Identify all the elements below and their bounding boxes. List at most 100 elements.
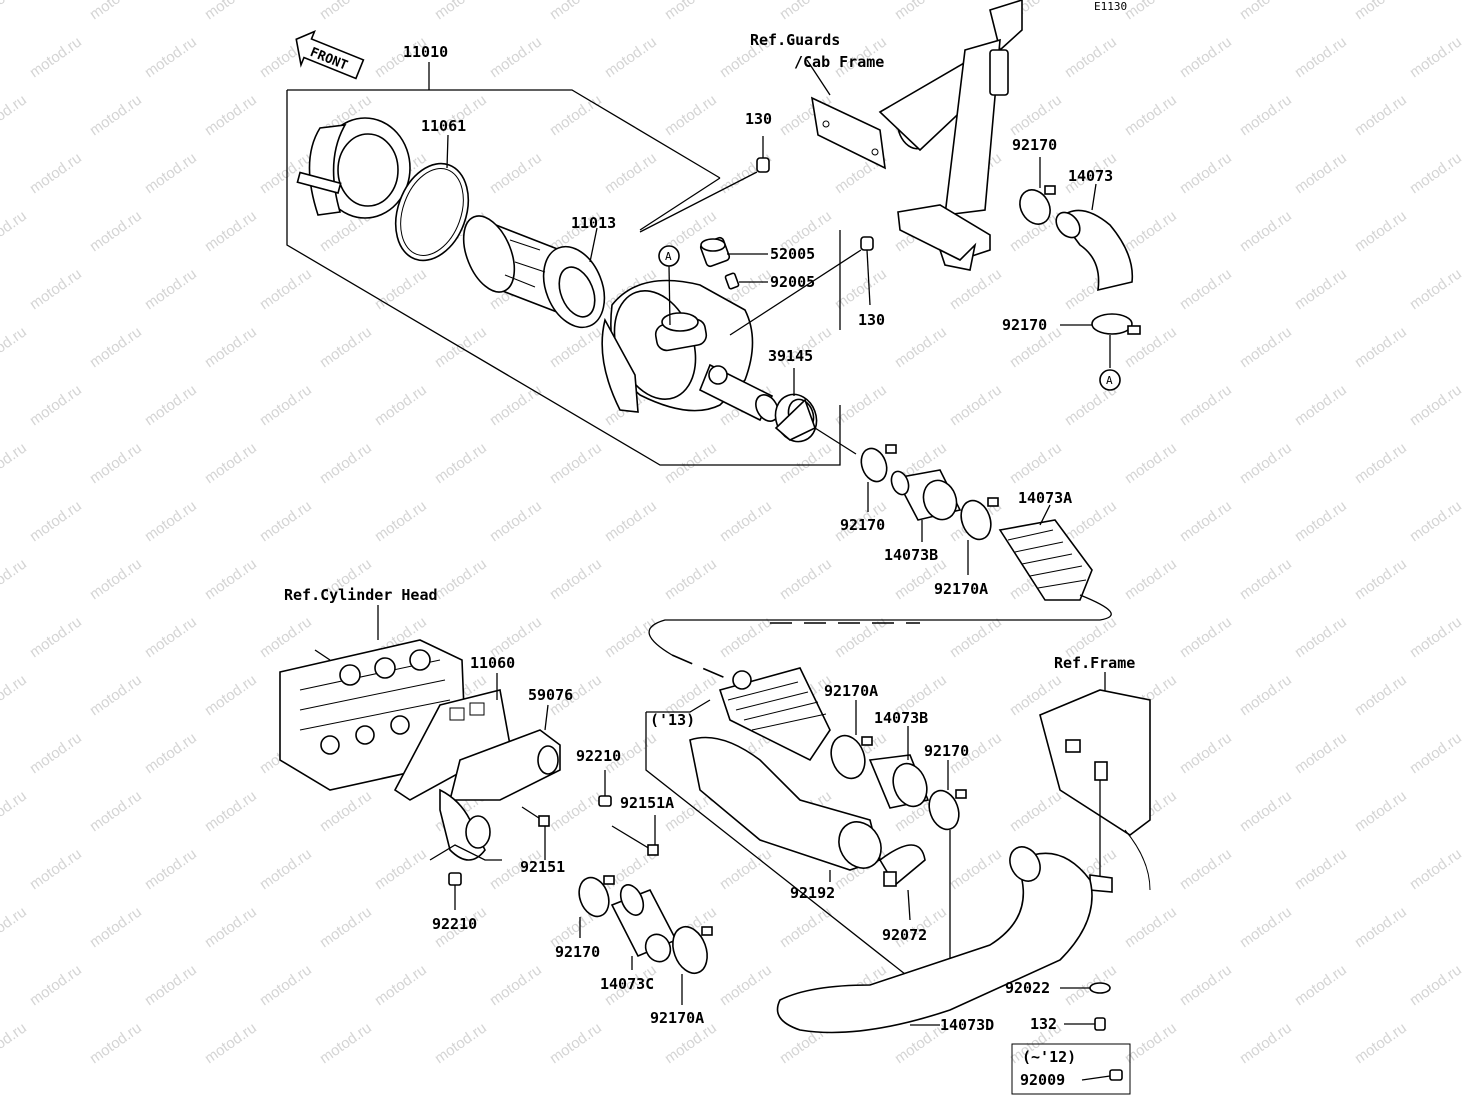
nut-92210-lower xyxy=(448,872,462,910)
watermark-text: motod.ru xyxy=(87,787,145,835)
watermark-text: motod.ru xyxy=(27,149,85,197)
watermark-text: motod.ru xyxy=(1177,497,1235,545)
bolt-92151 xyxy=(429,806,550,861)
watermark-text: motod.ru xyxy=(717,149,775,197)
callout-a-right: A xyxy=(1099,369,1121,391)
bolt-132 xyxy=(1064,1017,1106,1031)
watermark-text: motod.ru xyxy=(27,497,85,545)
clamp-92170-b xyxy=(860,444,897,512)
watermark-text: motod.ru xyxy=(0,323,30,371)
watermark-text: motod.ru xyxy=(257,961,315,1009)
watermark-text: motod.ru xyxy=(202,0,260,23)
watermark-text: motod.ru xyxy=(432,0,490,23)
watermark-text: motod.ru xyxy=(1352,439,1410,487)
watermark-text: motod.ru xyxy=(662,0,720,23)
watermark-text: motod.ru xyxy=(1122,555,1180,603)
clamp-92170-top xyxy=(1019,157,1056,225)
watermark-text: motod.ru xyxy=(1407,381,1465,429)
label-92170-mid: 92170 xyxy=(1002,316,1047,334)
watermark-text: motod.ru xyxy=(1352,323,1410,371)
watermark-text: motod.ru xyxy=(202,91,260,139)
label-92170a-mid: 92170A xyxy=(824,682,878,700)
watermark-text: motod.ru xyxy=(1122,0,1180,23)
watermark-text: motod.ru xyxy=(142,33,200,81)
fitting-92005 xyxy=(724,272,768,290)
variant-12-box xyxy=(1011,1043,1131,1095)
label-14073c: 14073C xyxy=(600,975,654,993)
watermark-text: motod.ru xyxy=(1292,729,1350,777)
label-92170-b: 92170 xyxy=(840,516,885,534)
watermark-text: motod.ru xyxy=(1407,729,1465,777)
watermark-text: motod.ru xyxy=(602,33,660,81)
watermark-text: motod.ru xyxy=(202,903,260,951)
watermark-text: motod.ru xyxy=(487,961,545,1009)
watermark-text: motod.ru xyxy=(372,497,430,545)
watermark-text: motod.ru xyxy=(1122,207,1180,255)
label-11060: 11060 xyxy=(470,654,515,672)
watermark-text: motod.ru xyxy=(257,381,315,429)
watermark-text: motod.ru xyxy=(202,439,260,487)
clamp-92170a-lower xyxy=(672,925,713,1005)
watermark-text: motod.ru xyxy=(0,1019,30,1067)
watermark-text: motod.ru xyxy=(1467,0,1469,23)
watermark-text: motod.ru xyxy=(0,555,30,603)
label-92210-lower: 92210 xyxy=(432,915,477,933)
watermark-text: motod.ru xyxy=(1177,613,1235,661)
watermark-text: motod.ru xyxy=(0,439,30,487)
watermark-text: motod.ru xyxy=(372,381,430,429)
watermark-text: motod.ru xyxy=(87,0,145,23)
watermark-text: motod.ru xyxy=(662,91,720,139)
bolt-130-right xyxy=(729,236,874,336)
watermark-text: motod.ru xyxy=(602,497,660,545)
watermark-text: motod.ru xyxy=(1292,497,1350,545)
watermark-text: motod.ru xyxy=(547,439,605,487)
watermark-text: motod.ru xyxy=(0,0,30,23)
label-92170-d: 92170 xyxy=(555,943,600,961)
watermark-text: motod.ru xyxy=(0,903,30,951)
clamp-92170-d xyxy=(578,875,615,938)
boot-14073b-lower xyxy=(868,726,930,809)
label-92210-upper: 92210 xyxy=(576,747,621,765)
watermark-text: motod.ru xyxy=(1292,381,1350,429)
watermark-text: motod.ru xyxy=(1407,613,1465,661)
watermark-text: motod.ru xyxy=(547,555,605,603)
label-11010: 11010 xyxy=(403,43,448,61)
watermark-text: motod.ru xyxy=(1292,961,1350,1009)
watermark-text: motod.ru xyxy=(1007,439,1065,487)
watermark-text: motod.ru xyxy=(257,613,315,661)
watermark-text: motod.ru xyxy=(1292,33,1350,81)
label-92022: 92022 xyxy=(1005,979,1050,997)
watermark-text: motod.ru xyxy=(0,671,30,719)
bellows-14073a xyxy=(998,504,1093,601)
watermark-text: motod.ru xyxy=(87,1019,145,1067)
valve-52005 xyxy=(699,236,768,268)
air-cleaner-group-outline xyxy=(286,62,841,466)
watermark-text: motod.ru xyxy=(717,961,775,1009)
watermark-text: motod.ru xyxy=(142,613,200,661)
label-59076: 59076 xyxy=(528,686,573,704)
frame-structure xyxy=(1039,689,1151,893)
watermark-text: motod.ru xyxy=(487,497,545,545)
watermark-text: motod.ru xyxy=(947,381,1005,429)
watermark-text: motod.ru xyxy=(1177,961,1235,1009)
watermark-text: motod.ru xyxy=(662,555,720,603)
label-11061: 11061 xyxy=(421,117,466,135)
watermark-text: motod.ru xyxy=(317,903,375,951)
watermark-text: motod.ru xyxy=(1352,91,1410,139)
watermark-text: motod.ru xyxy=(142,497,200,545)
label-130-right: 130 xyxy=(858,311,885,329)
watermark-text: motod.ru xyxy=(432,1019,490,1067)
watermark-text: motod.ru xyxy=(1177,729,1235,777)
watermark-text: motod.ru xyxy=(1122,903,1180,951)
watermark-text: motod.ru xyxy=(1177,149,1235,197)
watermark-text: motod.ru xyxy=(662,439,720,487)
watermark-text: motod.ru xyxy=(202,787,260,835)
watermark-text: motod.ru xyxy=(1062,33,1120,81)
cab-frame-structure xyxy=(806,0,1023,271)
clamp-92170-mid xyxy=(1060,313,1141,368)
watermark-text: motod.ru xyxy=(1352,1019,1410,1067)
watermark-text: motod.ru xyxy=(487,149,545,197)
manifold-59076 xyxy=(439,704,561,861)
watermark-text: motod.ru xyxy=(892,0,950,23)
